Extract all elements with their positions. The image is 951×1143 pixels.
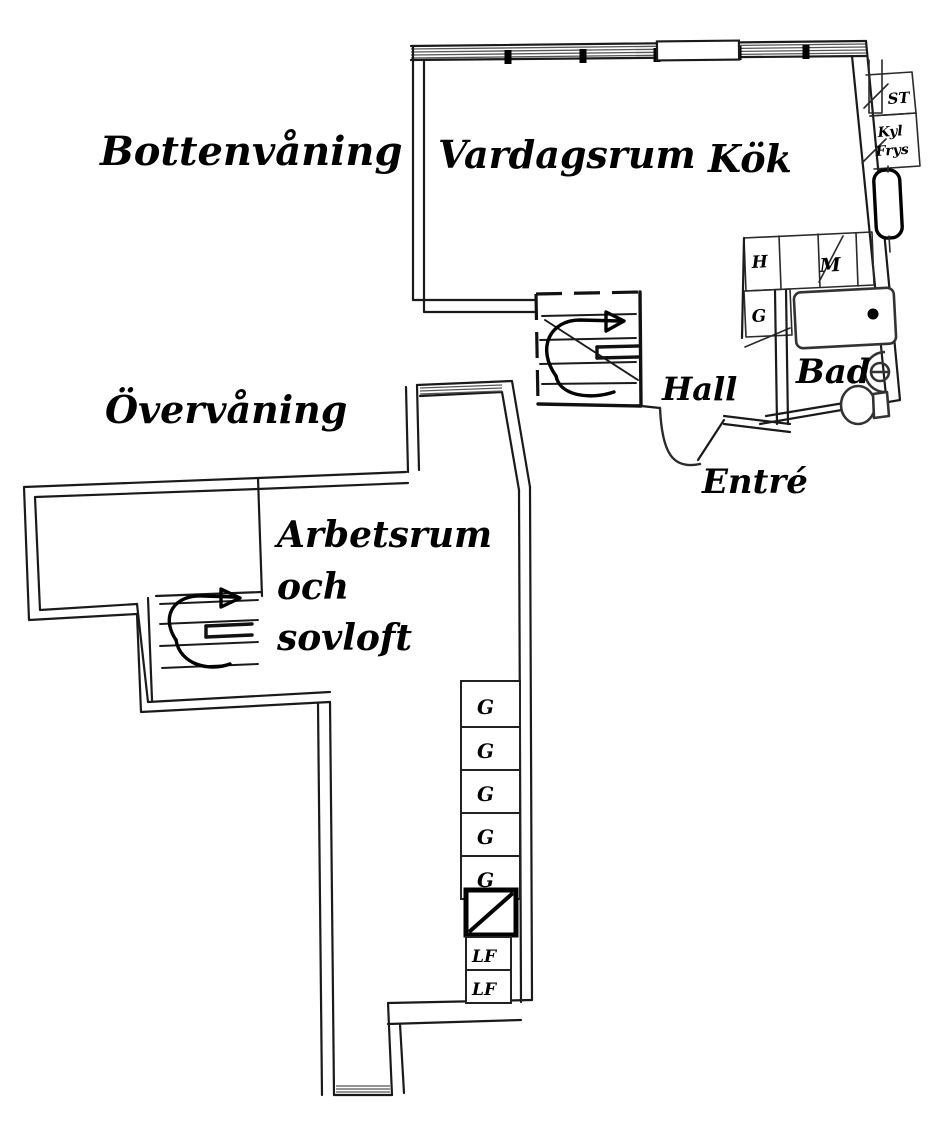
stair-treads	[539, 313, 637, 385]
bathtub	[792, 286, 898, 350]
closet-label: G	[477, 868, 494, 892]
uf-stair-top-edge	[154, 590, 264, 598]
wash-basin	[863, 350, 891, 394]
closet-label: G	[477, 695, 494, 719]
entrance-wall-right	[722, 414, 792, 426]
fixture-kyl-frys: Kyl Frys	[861, 123, 909, 164]
fixture-m-label: M	[818, 254, 842, 277]
top-wall-windows	[409, 39, 868, 64]
stair-rail-lower	[595, 355, 640, 360]
gf-stair	[534, 290, 643, 408]
uf-bottom-step-vert-inner	[398, 1022, 406, 1095]
uf-bottom-step-inner	[386, 1018, 523, 1026]
room-label-hall: Hall	[661, 370, 737, 408]
window-sash	[655, 39, 741, 62]
kitchen-appliance-unit	[872, 168, 904, 240]
entrance-wall-right-inner	[722, 422, 792, 434]
stair-direction-arrow	[544, 310, 626, 398]
bath-wall-left	[784, 288, 790, 426]
gf-wall-mid-vert	[740, 236, 746, 340]
uf-window-top	[419, 384, 503, 395]
closet-box[interactable]: G	[460, 812, 521, 857]
shaft-diagonal-icon	[467, 891, 515, 934]
toilet	[839, 384, 891, 426]
room-label-bad: Bad	[795, 352, 871, 392]
gf-wall-left-inner	[422, 58, 536, 314]
fixture-g-hall-label: G	[751, 306, 767, 327]
floor-label-bottenvaning: Bottenvåning	[99, 128, 402, 175]
uf-wall-right-outer	[528, 485, 534, 1002]
utility-label: LF	[471, 980, 498, 1000]
uf-wall-top	[415, 379, 532, 489]
ground-floor-group: ST Kyl Frys H M G	[99, 39, 921, 502]
bathtub-drain	[867, 308, 879, 320]
kitchen-niche-wall	[868, 59, 883, 114]
uf-left-wing-inner	[33, 481, 410, 612]
uf-stair-niche-left	[146, 596, 154, 702]
fixture-kyl-label: Kyl	[876, 123, 903, 141]
cell-divider-1	[778, 235, 782, 289]
hall-wall-segment	[639, 404, 662, 410]
uf-wall-left-long-inner	[316, 702, 324, 1097]
floor-label-overvaning: Övervåning	[105, 387, 347, 432]
shaft-box[interactable]	[463, 887, 519, 938]
gf-utility-cells: H M G	[743, 231, 875, 348]
uf-stair-rail-lower	[204, 633, 254, 639]
uf-wing-partition	[256, 476, 264, 598]
closet-label: G	[477, 739, 494, 763]
cell-divider-3	[855, 232, 859, 287]
fixture-st: ST	[863, 83, 912, 109]
uf-bottom-step-vert-outer	[386, 1001, 394, 1097]
fixture-h-label: H	[750, 252, 769, 273]
uf-stair	[154, 587, 264, 669]
uf-wall-notch-left	[415, 383, 421, 472]
cell-divider-2	[817, 233, 821, 288]
utility-label: LF	[471, 947, 498, 967]
bath-wall-left-inner	[773, 289, 779, 426]
closet-box[interactable]: G	[460, 726, 521, 771]
utility-box[interactable]: LF	[465, 969, 512, 1004]
gf-wall-left	[411, 44, 536, 302]
stair-rail	[595, 344, 640, 349]
closet-label: G	[477, 825, 494, 849]
room-label-arbetsrum-line1: Arbetsrum	[274, 514, 492, 556]
closet-door-line	[744, 327, 791, 348]
room-label-vardagsrum: Vardagsrum	[438, 132, 696, 177]
uf-storage-column: G G G G G LF	[460, 680, 521, 1004]
room-label-entre: Entré	[701, 462, 808, 502]
uf-wall-notch-left-outer	[404, 385, 410, 474]
uf-left-wing-outer	[22, 470, 408, 622]
closet-label: G	[477, 782, 494, 806]
appliance-stem-bottom	[888, 235, 891, 253]
stair-winder-diag	[544, 319, 639, 381]
closet-box[interactable]: G	[460, 769, 521, 814]
uf-stair-direction-arrow	[167, 587, 242, 669]
fixture-frys-label: Frys	[874, 142, 909, 160]
utility-box[interactable]: LF	[465, 936, 512, 971]
stair-opening-dashed-left	[534, 293, 540, 405]
uf-stair-rail	[204, 622, 254, 628]
window-glazing-hatch	[410, 43, 867, 59]
entrance-door-leaf	[696, 418, 726, 462]
uf-wall-top-inner	[418, 390, 521, 492]
entrance-door-swing	[658, 406, 702, 467]
kitchen-counter-mid	[869, 112, 921, 170]
fixture-m-stroke	[818, 235, 844, 283]
utility-row-upper	[743, 231, 875, 292]
uf-window-bottom	[336, 1085, 390, 1093]
fixture-st-label: ST	[887, 88, 912, 108]
room-label-arbetsrum-line2: och	[277, 566, 349, 608]
closet-g-hall	[743, 288, 793, 338]
room-label-arbetsrum-line3: sovloft	[276, 617, 412, 659]
room-label-kok: Kök	[707, 136, 792, 181]
closet-box[interactable]: G	[460, 680, 521, 728]
uf-wall-left-long-outer	[328, 700, 336, 1097]
uf-stair-niche-outer	[135, 612, 332, 714]
gf-wall-right	[758, 39, 902, 426]
stair-opening-dashed-top	[535, 290, 641, 296]
uf-stair-niche-inner	[135, 602, 332, 704]
upper-floor-group: G G G G G LF	[22, 379, 534, 1097]
